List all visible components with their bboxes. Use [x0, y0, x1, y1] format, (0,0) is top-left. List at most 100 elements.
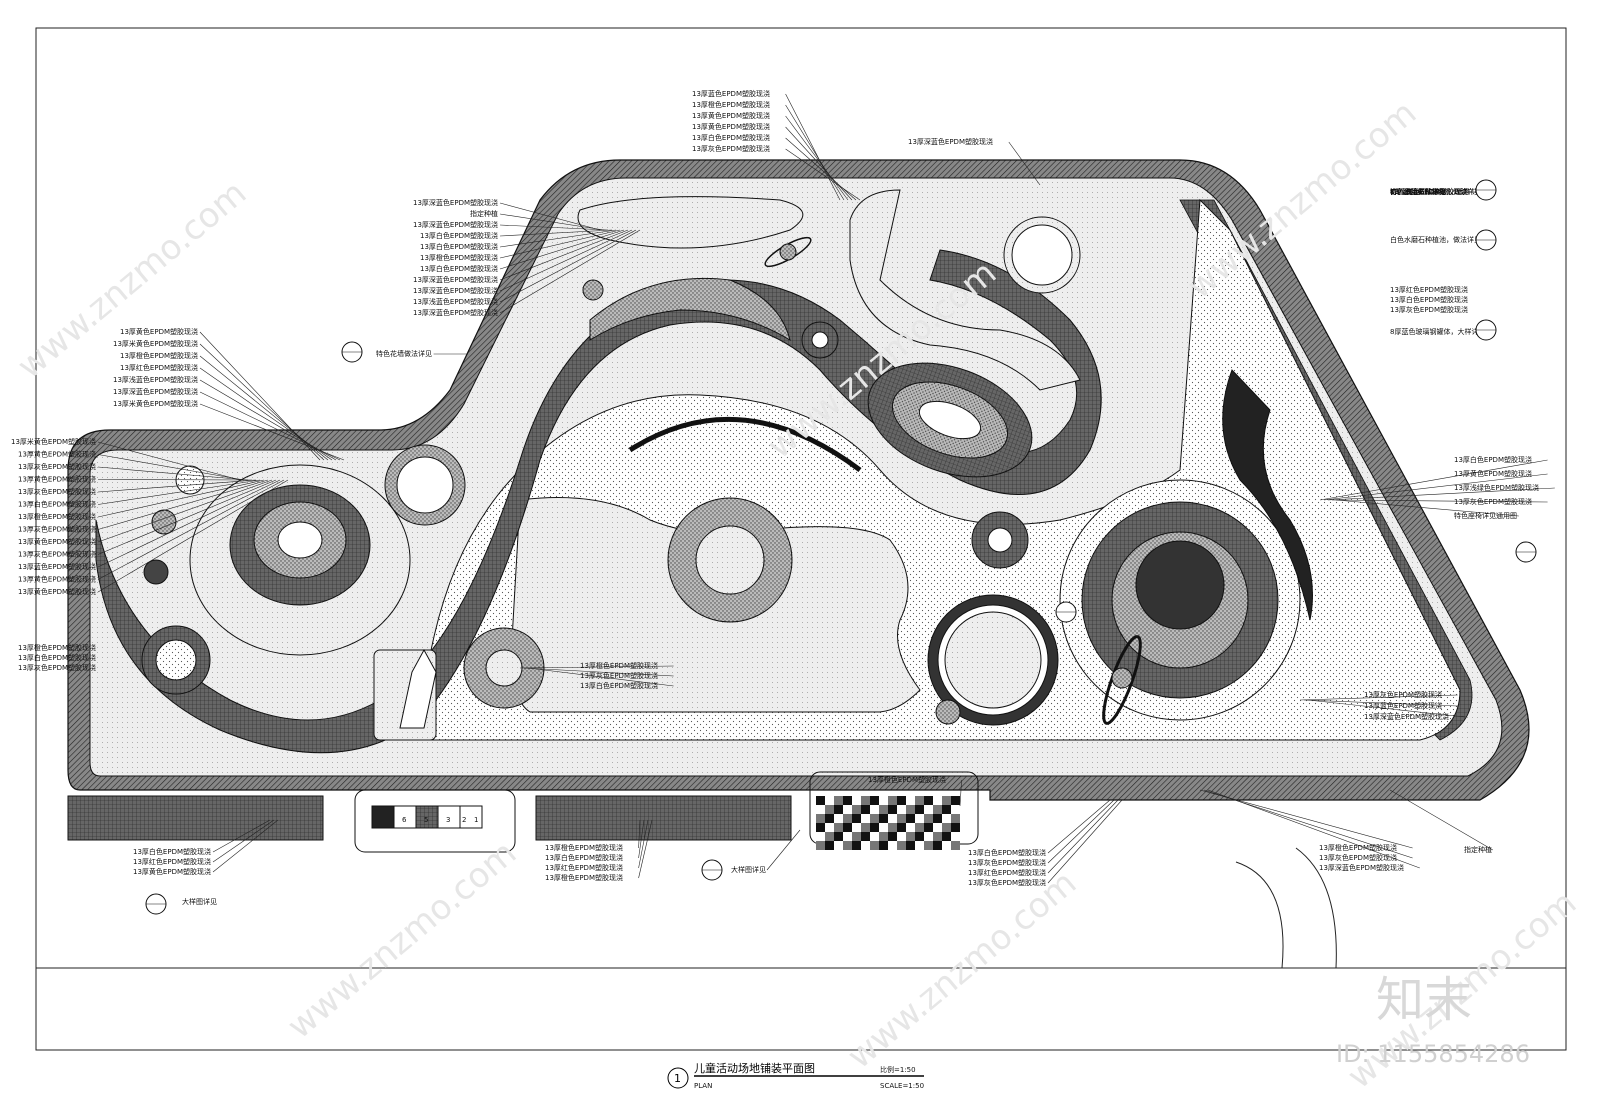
- arch-structure: [628, 416, 862, 473]
- title-number-circle: [667, 1067, 689, 1089]
- checker-cell: [870, 814, 879, 823]
- checker-cell: [933, 841, 942, 850]
- callout-left_mid-6: 13厚米黄色EPDM塑胶现浇: [113, 399, 198, 408]
- checker-cell: [924, 796, 933, 805]
- leader-left_edge-1: [97, 454, 245, 481]
- leader-bottom_right_b-0: [1199, 789, 1413, 849]
- callout-left_circle-1: 13厚白色EPDM塑胶现浇: [18, 653, 96, 662]
- callout-left_mid-4: 13厚浅蓝色EPDM塑胶现浇: [113, 375, 198, 384]
- checker-cell: [852, 796, 861, 805]
- checker-cell: [924, 832, 933, 841]
- callout-planting-0: 指定种植: [1464, 845, 1492, 854]
- checker-cell: [861, 832, 870, 841]
- leader-bottom_left-0: [212, 819, 271, 853]
- checker-cell: [816, 805, 825, 814]
- checker-cell: [924, 841, 933, 850]
- callout-left_edge-8: 13厚黄色EPDM塑胶现浇: [18, 537, 96, 546]
- checker-cell: [825, 796, 834, 805]
- callout-bottom_right_a-3: 13厚灰色EPDM塑胶现浇: [968, 878, 1046, 887]
- checker-cell: [942, 814, 951, 823]
- callout-upper_left-0: 13厚深蓝色EPDM塑胶现浇: [413, 198, 498, 207]
- checker-cell: [951, 841, 960, 850]
- callout-checker_label-0: 13厚橙色EPDM塑胶现浇: [868, 775, 946, 784]
- checker-cell: [897, 841, 906, 850]
- callout-left_edge-4: 13厚灰色EPDM塑胶现浇: [18, 487, 96, 496]
- callout-bottom_center-0: 大样图详见: [731, 865, 766, 874]
- checker-cell: [825, 805, 834, 814]
- checker-cell: [888, 805, 897, 814]
- leader-right_lower-2: [1307, 699, 1465, 718]
- callout-bottom_left-1: 13厚红色EPDM塑胶现浇: [133, 857, 211, 866]
- callout-upper_left-2: 13厚深蓝色EPDM塑胶现浇: [413, 220, 498, 229]
- s-curve-path: [849, 189, 1081, 391]
- checker-cell: [888, 814, 897, 823]
- checker-cell: [843, 796, 852, 805]
- callout-upper_left-8: 13厚深蓝色EPDM塑胶现浇: [413, 286, 498, 295]
- callout-top-5: 13厚灰色EPDM塑胶现浇: [692, 144, 770, 153]
- checker-cell: [852, 805, 861, 814]
- callout-left_edge-1: 13厚黄色EPDM塑胶现浇: [18, 450, 96, 459]
- leader-bottom_mid-3: [638, 819, 653, 879]
- callout-top-3: 13厚黄色EPDM塑胶现浇: [692, 122, 770, 131]
- checker-cell: [915, 832, 924, 841]
- callout-bottom_left-0: 13厚白色EPDM塑胶现浇: [133, 847, 211, 856]
- hop-6: 6: [402, 816, 407, 824]
- leader-right_mid-2: [1327, 487, 1555, 501]
- callout-right_top-3: 13厚白色EPDM塑胶现浇: [1390, 187, 1468, 196]
- bottom-strip-left: [67, 795, 324, 841]
- checker-cell: [942, 805, 951, 814]
- leader-right_mid-0: [1319, 459, 1548, 501]
- callout-top-4: 13厚白色EPDM塑胶现浇: [692, 133, 770, 142]
- leader-left_mid-4: [199, 379, 337, 461]
- watermark-id: ID: 1155854286: [1336, 1040, 1530, 1068]
- wave-band: [95, 249, 1102, 754]
- checker-cell: [879, 832, 888, 841]
- dot-top: [582, 279, 604, 301]
- callout-labels: 13厚蓝色EPDM塑胶现浇13厚橙色EPDM塑胶现浇13厚黄色EPDM塑胶现浇1…: [11, 89, 1539, 915]
- leader-upper_left-7: [499, 229, 629, 281]
- leader-upper_left-8: [499, 229, 633, 292]
- checker-cell: [825, 841, 834, 850]
- callout-right_lower-0: 13厚灰色EPDM塑胶现浇: [1364, 690, 1442, 699]
- checker-cell: [870, 805, 879, 814]
- leader-left_mid-6: [199, 403, 345, 461]
- checker-cell: [879, 796, 888, 805]
- checker-cell: [906, 805, 915, 814]
- callout-bottom_right_a-1: 13厚灰色EPDM塑胶现浇: [968, 858, 1046, 867]
- callout-right-top-1: 白色水磨石种植池，做法详见: [1390, 235, 1481, 244]
- checker-cell: [897, 796, 906, 805]
- callout-bottom_left-2: 13厚黄色EPDM塑胶现浇: [133, 867, 211, 876]
- leader-center_small-0: [519, 665, 674, 669]
- checker-cell: [888, 832, 897, 841]
- callout-bottom_right_b-1: 13厚灰色EPDM塑胶现浇: [1319, 853, 1397, 862]
- leader-left_edge-7: [97, 479, 269, 530]
- leader-upper_left-5: [499, 229, 621, 259]
- leader-left_edge-2: [97, 466, 249, 481]
- checker-cell: [870, 823, 879, 832]
- leader-left_edge-10: [97, 479, 281, 568]
- checker-cell: [951, 796, 960, 805]
- checker-cell: [816, 796, 825, 805]
- callout-right_top-1: 白色水磨石种植池，做法详见: [1390, 187, 1481, 196]
- callout-left_mid-2: 13厚橙色EPDM塑胶现浇: [120, 351, 198, 360]
- callout-top_right-0: 13厚深蓝色EPDM塑胶现浇: [908, 137, 993, 146]
- checker-cell: [897, 814, 906, 823]
- checker-cell: [951, 832, 960, 841]
- small-circle-3: [143, 559, 169, 585]
- saturn-body: [779, 243, 797, 261]
- checker-cell: [915, 814, 924, 823]
- ringed-planet: [1111, 667, 1133, 689]
- title-number: 1: [674, 1072, 681, 1085]
- leader-left_edge-5: [97, 479, 261, 505]
- checker-cell: [951, 814, 960, 823]
- checker-cell: [870, 832, 879, 841]
- callout-top-1: 13厚橙色EPDM塑胶现浇: [692, 100, 770, 109]
- left-planet-core: [277, 521, 323, 559]
- leader-left_edge-0: [97, 441, 241, 481]
- callout-upper_left-3: 13厚白色EPDM塑胶现浇: [420, 231, 498, 240]
- callout-upper_left-10: 13厚深蓝色EPDM塑胶现浇: [413, 308, 498, 317]
- scale-en: SCALE=1:50: [880, 1082, 924, 1090]
- leader-upper_left-10: [499, 229, 641, 314]
- checker-cell: [942, 796, 951, 805]
